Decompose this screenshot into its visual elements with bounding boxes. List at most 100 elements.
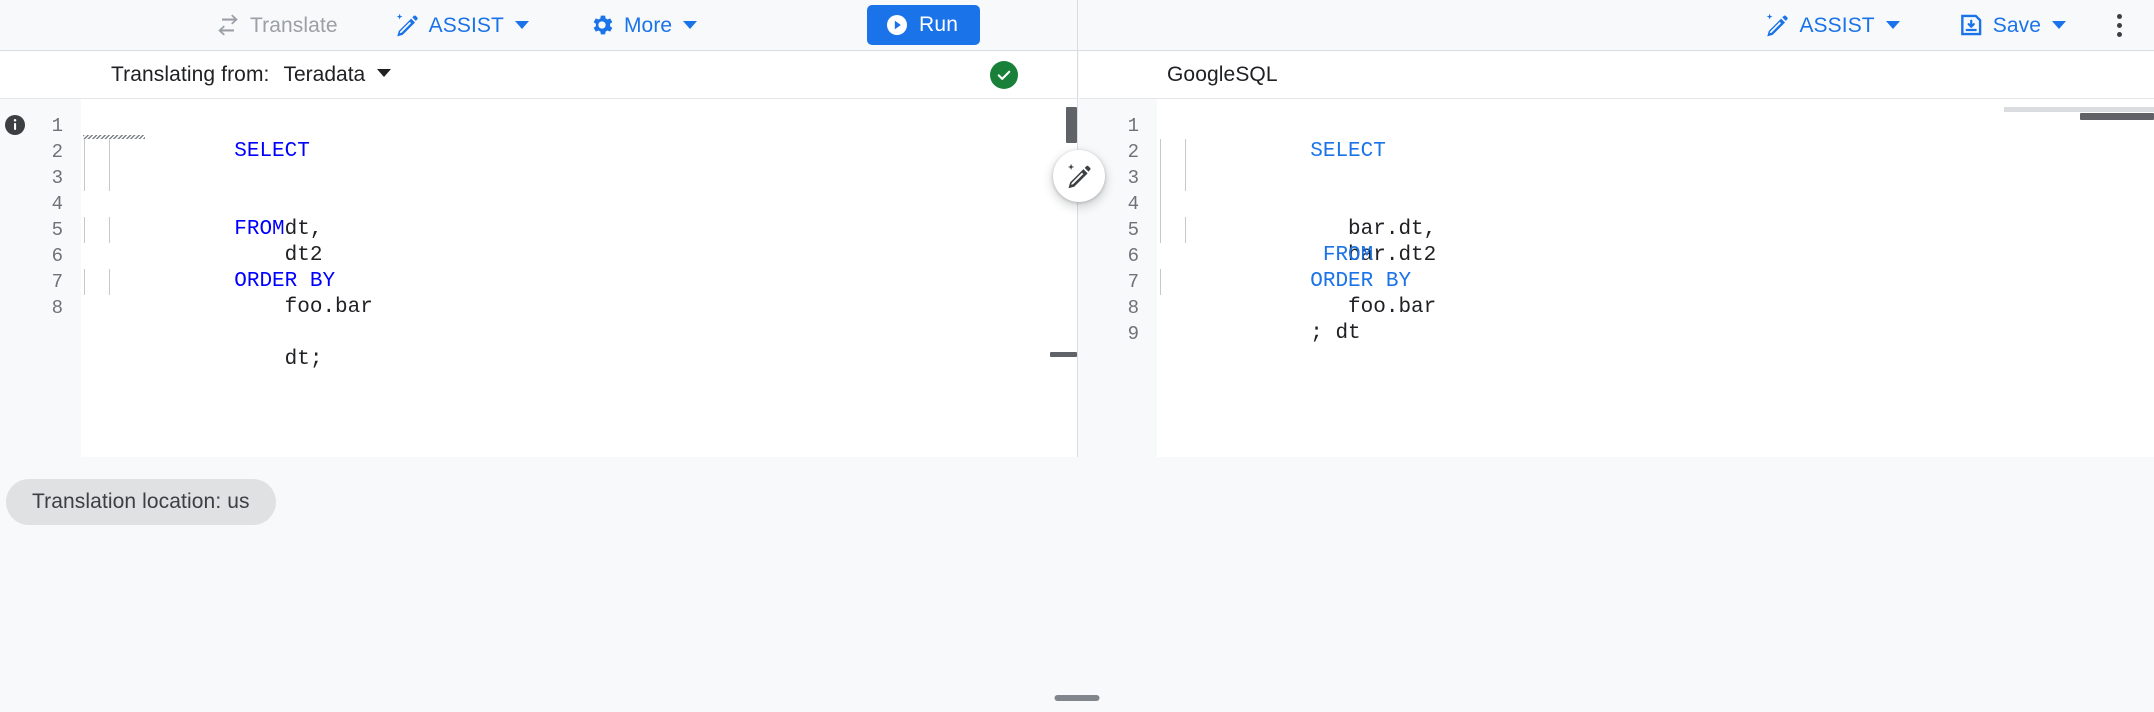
info-icon[interactable]	[3, 113, 27, 137]
chevron-down-icon	[514, 21, 529, 29]
translate-button[interactable]: Translate	[205, 7, 348, 43]
target-dialect-label: GoogleSQL	[1167, 62, 1278, 86]
line-number: 4	[51, 193, 63, 215]
target-scroll-track	[2004, 107, 2154, 112]
code-line: dt;	[82, 269, 322, 371]
line-number: 3	[51, 167, 63, 189]
chevron-down-icon	[377, 68, 392, 77]
line-number: 1	[1127, 115, 1139, 137]
code-line: bar.dt,	[1158, 139, 1436, 241]
check-circle-icon	[995, 66, 1013, 84]
error-squiggle	[83, 135, 145, 139]
line-number: 8	[1127, 297, 1139, 319]
assist-left-button-label: ASSIST	[428, 13, 504, 37]
code-line: bar.dt2	[1158, 165, 1436, 267]
target-pane: GoogleSQL 1 2 3 4 5 6 7 8 9 SELECT	[1079, 51, 2154, 457]
source-gutter: 1 2 3 4 5 6 7 8	[0, 99, 81, 457]
code-line: SELECT	[1158, 113, 1386, 163]
magic-pen-icon	[1065, 162, 1093, 190]
code-text: dt2	[234, 244, 323, 267]
code-line: SELECT	[82, 113, 310, 163]
more-button[interactable]: More	[579, 7, 707, 43]
assist-right-button-label: ASSIST	[1799, 13, 1875, 37]
magic-pen-icon	[394, 12, 420, 38]
code-line: FROM	[82, 191, 284, 241]
code-line: foo.bar	[82, 217, 373, 319]
source-vertical-scrollbar[interactable]	[1066, 107, 1077, 143]
line-number: 7	[51, 271, 63, 293]
code-line: ;	[1158, 295, 1323, 345]
line-number: 6	[1127, 245, 1139, 267]
source-dialect-value: Teradata	[283, 62, 366, 86]
line-number: 6	[51, 245, 63, 267]
sql-keyword: FROM	[234, 218, 285, 241]
source-pane: Translating from: Teradata	[0, 51, 1078, 457]
line-number: 1	[51, 115, 63, 137]
kebab-dot	[2116, 22, 2122, 28]
code-text: bar.dt2	[1310, 244, 1437, 267]
gear-icon	[589, 12, 615, 38]
kebab-dot	[2116, 13, 2122, 19]
sql-keyword: FROM	[1310, 244, 1374, 267]
toolbar-left-group: Translate ASSIST	[0, 0, 1078, 50]
source-code-editor[interactable]: 1 2 3 4 5 6 7 8 SELECT	[0, 99, 1077, 457]
code-text: dt;	[234, 348, 323, 371]
translating-from-label: Translating from:	[111, 62, 270, 86]
sql-keyword: ORDER BY	[1310, 270, 1412, 293]
bottom-status-area: Translation location: us	[0, 457, 2154, 712]
toolbar-right-group: Run ASSIST	[867, 0, 2154, 50]
line-number: 4	[1127, 193, 1139, 215]
run-button[interactable]: Run	[867, 5, 981, 45]
translate-button-label: Translate	[250, 13, 338, 37]
chevron-down-icon	[2052, 21, 2066, 29]
inline-assist-fab[interactable]	[1053, 150, 1105, 202]
code-line: dt	[1158, 269, 1361, 345]
code-text: dt,	[234, 218, 323, 241]
code-text: foo.bar	[234, 296, 373, 319]
translation-location-label: Translation location: us	[32, 490, 250, 513]
translation-success-status	[990, 60, 1018, 89]
code-text: bar.dt,	[1310, 218, 1437, 241]
chevron-down-icon	[683, 21, 698, 29]
save-button-label: Save	[1992, 13, 2041, 37]
kebab-menu-icon[interactable]	[2102, 7, 2136, 43]
target-code-editor[interactable]: 1 2 3 4 5 6 7 8 9 SELECT	[1079, 99, 2154, 457]
code-line: dt2	[82, 165, 322, 267]
target-pane-header: GoogleSQL	[1079, 51, 2154, 99]
kebab-dot	[2116, 31, 2122, 37]
play-circle-icon	[885, 13, 909, 37]
line-number: 8	[51, 297, 63, 319]
line-number: 2	[1127, 141, 1139, 163]
code-line: dt,	[82, 139, 322, 241]
target-code-text[interactable]: SELECT bar.dt, bar.dt2 FRO	[1157, 99, 2154, 457]
code-line: FROM	[1158, 191, 1373, 267]
source-horizontal-scrollbar[interactable]	[1050, 352, 1077, 357]
line-number: 5	[51, 219, 63, 241]
code-line: ORDER BY	[1158, 243, 1411, 293]
code-text: foo.bar	[1310, 296, 1437, 319]
line-number: 9	[1127, 323, 1139, 345]
chevron-down-icon	[1885, 21, 1900, 29]
code-line: foo.bar	[1158, 217, 1436, 319]
source-dialect-dropdown[interactable]: Teradata	[283, 62, 392, 87]
swap-horizontal-icon	[215, 12, 241, 38]
line-number: 3	[1127, 167, 1139, 189]
source-pane-header: Translating from: Teradata	[0, 51, 1077, 99]
panel-resize-handle[interactable]	[1054, 695, 1100, 701]
line-number: 5	[1127, 219, 1139, 241]
code-line: ORDER BY	[82, 243, 335, 293]
assist-right-button[interactable]: ASSIST	[1754, 7, 1909, 43]
magic-pen-icon	[1764, 12, 1790, 38]
translation-location-chip: Translation location: us	[6, 479, 276, 525]
editor-panes: Translating from: Teradata	[0, 51, 2154, 457]
sql-keyword: ORDER BY	[234, 270, 336, 293]
assist-left-button[interactable]: ASSIST	[384, 7, 539, 43]
sql-keyword: SELECT	[1310, 140, 1386, 163]
line-number: 2	[51, 141, 63, 163]
source-code-text[interactable]: SELECT dt, dt2 FROM	[81, 99, 1077, 457]
target-horizontal-scrollbar[interactable]	[2080, 113, 2154, 120]
line-number: 7	[1127, 271, 1139, 293]
save-disk-icon	[1958, 12, 1984, 38]
save-button[interactable]: Save	[1948, 7, 2076, 43]
